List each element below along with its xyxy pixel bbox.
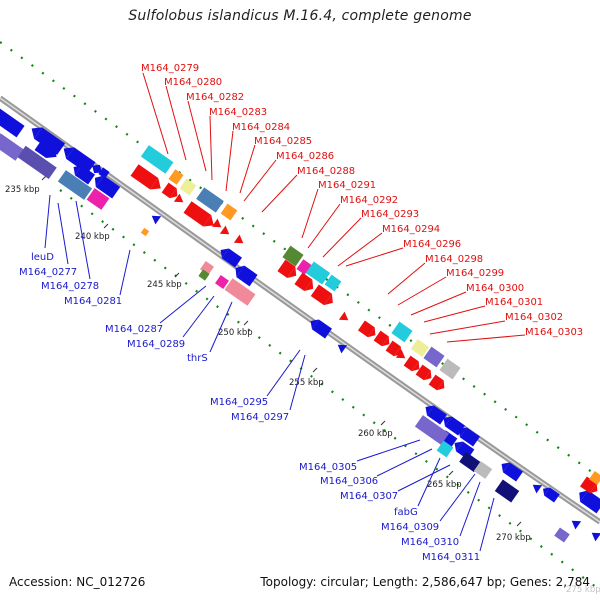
kbp-label: 275 kbp bbox=[566, 585, 600, 595]
gene-label[interactable]: M164_0281 bbox=[64, 296, 122, 307]
gene-label[interactable]: M164_0282 bbox=[186, 92, 244, 103]
forward-gene bbox=[395, 349, 406, 359]
kbp-label: 235 kbp bbox=[5, 185, 40, 195]
forward-gene bbox=[277, 259, 297, 279]
kbp-label: 250 kbp bbox=[218, 328, 253, 338]
gc-dot-rings bbox=[0, 41, 600, 591]
kbp-labels: 235 kbp 240 kbp 245 kbp 250 kbp 255 kbp … bbox=[5, 185, 600, 595]
forward-gene bbox=[173, 193, 184, 203]
gene-label[interactable]: M164_0302 bbox=[505, 312, 563, 323]
forward-gene bbox=[373, 330, 390, 347]
gene-label[interactable]: M164_0306 bbox=[320, 476, 378, 487]
forward-gene bbox=[403, 355, 420, 372]
kbp-label: 255 kbp bbox=[289, 378, 324, 388]
forward-gene bbox=[310, 284, 333, 306]
reverse-gene bbox=[425, 405, 447, 425]
reverse-gene bbox=[94, 175, 121, 199]
gene-label[interactable]: M164_0285 bbox=[254, 136, 312, 147]
reverse-gene bbox=[310, 319, 332, 339]
reverse-gene bbox=[337, 344, 348, 354]
gene-label[interactable]: M164_0310 bbox=[401, 537, 459, 548]
gene-label[interactable]: M164_0305 bbox=[299, 462, 357, 473]
kbp-label: 265 kbp bbox=[427, 480, 462, 490]
reverse-gene bbox=[501, 462, 523, 482]
reverse-gene bbox=[92, 164, 102, 174]
forward-gene bbox=[233, 234, 244, 244]
gene-label[interactable]: M164_0289 bbox=[127, 339, 185, 350]
gene-label[interactable]: M164_0292 bbox=[340, 195, 398, 206]
forward-gene bbox=[338, 311, 349, 321]
forward-labels: M164_0279 M164_0280 M164_0282 M164_0283 … bbox=[141, 63, 583, 338]
reverse-gene bbox=[579, 490, 600, 514]
gene-label[interactable]: M164_0284 bbox=[232, 122, 290, 133]
kbp-label: 260 kbp bbox=[358, 429, 393, 439]
category-blocks bbox=[0, 133, 570, 543]
gene-label[interactable]: M164_0294 bbox=[382, 224, 440, 235]
forward-gene bbox=[161, 182, 178, 199]
forward-gene bbox=[211, 218, 222, 228]
gene-label[interactable]: fabG bbox=[394, 507, 418, 518]
gene-label[interactable]: M164_0286 bbox=[276, 151, 334, 162]
gene-label[interactable]: M164_0298 bbox=[425, 254, 483, 265]
reverse-gene bbox=[31, 127, 66, 155]
gene-label[interactable]: M164_0307 bbox=[340, 491, 398, 502]
reverse-gene bbox=[63, 147, 96, 174]
reverse-gene bbox=[235, 265, 258, 287]
forward-genes bbox=[130, 145, 600, 494]
gene-label[interactable]: M164_0311 bbox=[422, 552, 480, 563]
kbp-label: 245 kbp bbox=[147, 280, 182, 290]
gene-label[interactable]: M164_0288 bbox=[297, 166, 355, 177]
reverse-gene bbox=[151, 215, 162, 225]
gc-ring-inner bbox=[59, 189, 600, 591]
gene-label[interactable]: M164_0309 bbox=[381, 522, 439, 533]
map-title: Sulfolobus islandicus M.16.4, complete g… bbox=[128, 8, 472, 24]
kbp-label: 270 kbp bbox=[496, 533, 531, 543]
reverse-gene bbox=[0, 108, 57, 158]
gene-label[interactable]: M164_0301 bbox=[485, 297, 543, 308]
reverse-gene bbox=[542, 487, 560, 503]
reverse-gene bbox=[73, 165, 95, 185]
forward-gene bbox=[219, 225, 230, 235]
gene-label[interactable]: thrS bbox=[187, 353, 208, 364]
gene-label[interactable]: M164_0299 bbox=[446, 268, 504, 279]
reverse-gene bbox=[220, 248, 242, 268]
forward-gene bbox=[130, 164, 161, 190]
gene-label[interactable]: M164_0303 bbox=[525, 327, 583, 338]
gene-label[interactable]: M164_0279 bbox=[141, 63, 199, 74]
gene-label[interactable]: M164_0280 bbox=[164, 77, 222, 88]
forward-gene bbox=[428, 374, 445, 391]
gene-label[interactable]: M164_0295 bbox=[210, 397, 268, 408]
forward-gene bbox=[183, 201, 214, 227]
gene-label[interactable]: M164_0283 bbox=[209, 107, 267, 118]
gene-label[interactable]: M164_0291 bbox=[318, 180, 376, 191]
gene-label[interactable]: leuD bbox=[31, 252, 54, 263]
forward-leader-lines bbox=[142, 72, 526, 343]
accession-text: Accession: NC_012726 bbox=[9, 575, 146, 589]
gene-label[interactable]: M164_0296 bbox=[403, 239, 461, 250]
gc-ring-outer bbox=[0, 41, 600, 479]
reverse-leader-lines bbox=[44, 194, 495, 552]
reverse-gene bbox=[458, 427, 480, 447]
gene-label[interactable]: M164_0297 bbox=[231, 412, 289, 423]
gene-label[interactable]: M164_0287 bbox=[105, 324, 163, 335]
reverse-gene bbox=[98, 167, 110, 179]
gene-label[interactable]: M164_0278 bbox=[41, 281, 99, 292]
reverse-gene bbox=[591, 532, 600, 542]
kbp-label: 240 kbp bbox=[75, 232, 110, 242]
forward-gene bbox=[358, 320, 376, 338]
gene-label[interactable]: M164_0300 bbox=[466, 283, 524, 294]
gene-label[interactable]: M164_0277 bbox=[19, 267, 77, 278]
reverse-gene bbox=[532, 484, 543, 494]
reverse-labels: leuD M164_0277 M164_0278 M164_0281 M164_… bbox=[19, 252, 480, 563]
forward-gene bbox=[415, 364, 432, 381]
genome-summary-text: Topology: circular; Length: 2,586,647 bp… bbox=[260, 575, 590, 589]
kbp-ticks bbox=[41, 175, 522, 527]
forward-gene bbox=[294, 272, 314, 292]
gene-label[interactable]: M164_0293 bbox=[361, 209, 419, 220]
reverse-gene bbox=[571, 520, 582, 530]
